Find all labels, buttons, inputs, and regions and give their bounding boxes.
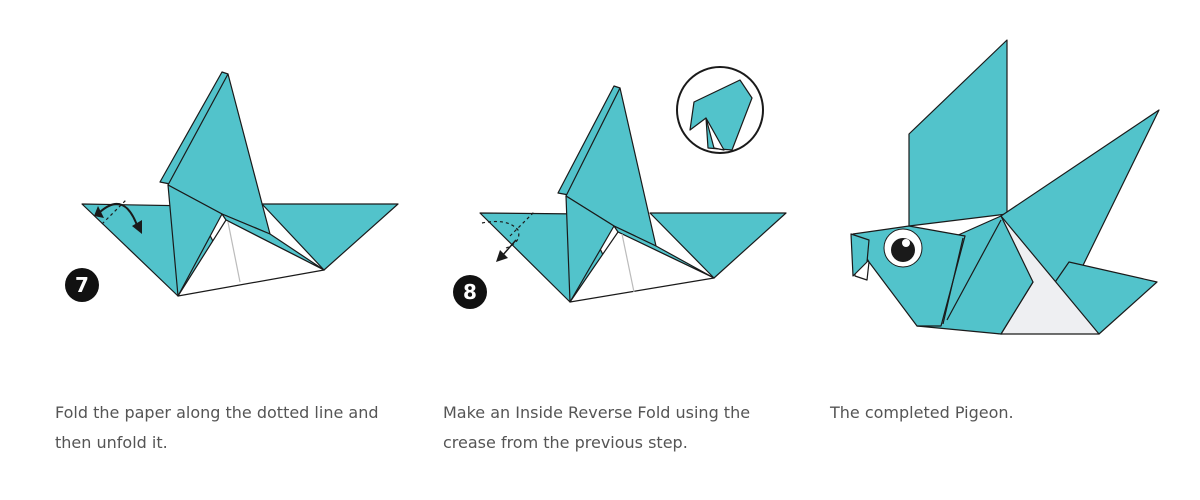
step-7-belly bbox=[177, 219, 325, 297]
step-8-body-left bbox=[565, 195, 615, 303]
pigeon-back-wing bbox=[908, 39, 1008, 227]
step-7-tail bbox=[261, 203, 399, 271]
step-8-illustration: 8 bbox=[453, 66, 787, 309]
detail-magnifier-circle bbox=[676, 66, 764, 154]
step-7-panel: 7 Fold the paper along the dotted line a… bbox=[30, 0, 410, 500]
step-8-crease bbox=[621, 233, 635, 293]
step-7-illustration: 7 bbox=[65, 71, 399, 302]
pigeon-beak-top bbox=[850, 233, 870, 277]
step-8-badge: 8 bbox=[453, 275, 487, 309]
reverse-fold-arrow-icon bbox=[496, 239, 517, 262]
step-8-tail bbox=[649, 212, 787, 279]
fold-arrow-icon bbox=[94, 202, 142, 234]
reverse-fold-dashes bbox=[481, 211, 535, 249]
completed-pigeon-panel: The completed Pigeon. bbox=[805, 0, 1185, 500]
pigeon-illustration bbox=[850, 39, 1160, 335]
step-7-badge: 7 bbox=[65, 268, 99, 302]
pigeon-eye-icon bbox=[883, 228, 923, 268]
pigeon-body-crease bbox=[946, 219, 1002, 321]
svg-text:7: 7 bbox=[75, 273, 89, 297]
step-7-crease bbox=[227, 221, 241, 283]
pigeon-face-crease bbox=[942, 237, 964, 325]
step-8-belly bbox=[569, 231, 715, 303]
svg-text:8: 8 bbox=[463, 280, 477, 304]
step-7-body-left bbox=[167, 184, 223, 297]
step-8-caption: Make an Inside Reverse Fold using the cr… bbox=[443, 403, 751, 452]
step-8-panel: 8 Make an Inside Reverse Fold using the … bbox=[418, 0, 798, 500]
step-7-caption: Fold the paper along the dotted line and… bbox=[55, 403, 379, 452]
pigeon-caption: The completed Pigeon. bbox=[830, 403, 1014, 422]
